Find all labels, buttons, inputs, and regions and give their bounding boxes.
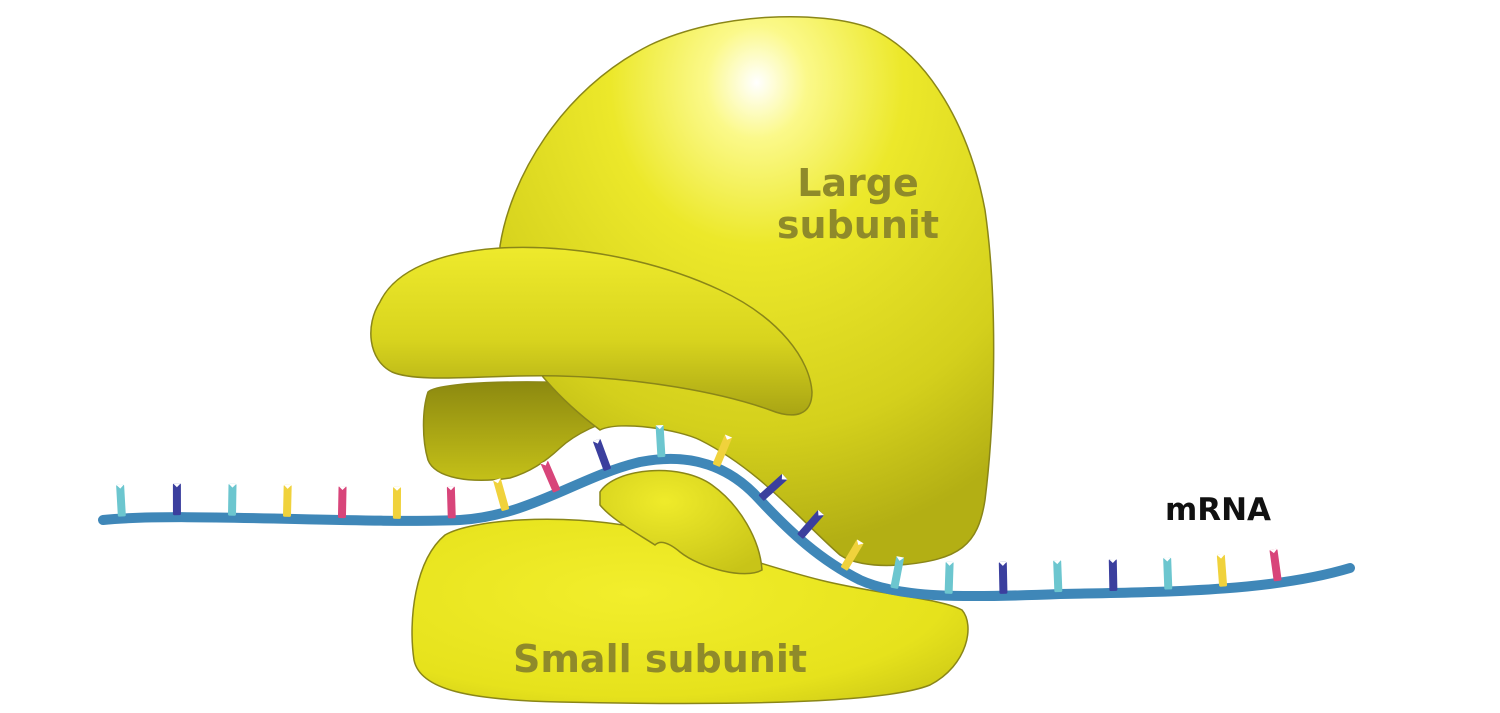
mrna-base-navy [797, 509, 825, 539]
mrna-base-pink [446, 486, 456, 519]
mrna-backbone [98, 453, 1355, 602]
mrna-base-cyan [944, 561, 954, 594]
mrna-base-yellow [841, 539, 864, 571]
large-subunit-label-line2: subunit [777, 203, 939, 247]
mrna-base-navy [998, 561, 1008, 594]
small-subunit-bump [599, 469, 763, 575]
mrna-strand [98, 424, 1355, 602]
mrna-base-cyan [228, 483, 237, 516]
mrna-base-yellow [392, 486, 402, 519]
mrna-base-yellow [1216, 554, 1228, 587]
small-subunit [411, 469, 969, 705]
mrna-label: mRNA [1165, 492, 1271, 528]
mrna-base-navy [1108, 558, 1118, 592]
large-subunit-label-line1: Large [797, 161, 919, 205]
mrna-base-navy [172, 483, 181, 516]
mrna-bases [116, 424, 1282, 594]
mrna-base-cyan [890, 556, 905, 589]
mrna-base-cyan [1053, 559, 1063, 593]
small-subunit-label: Small subunit [513, 637, 807, 681]
mrna-base-pink [540, 460, 561, 493]
mrna-base-yellow [712, 434, 733, 467]
large-subunit-lip [370, 246, 813, 416]
mrna-base-pink [1269, 548, 1282, 582]
large-subunit [370, 16, 995, 567]
mrna-base-yellow [283, 484, 292, 517]
mrna-base-pink [337, 485, 347, 519]
mrna-base-cyan [1163, 557, 1173, 590]
mrna-base-yellow [493, 478, 510, 511]
mrna-base-cyan [655, 424, 666, 458]
mrna-base-cyan [116, 484, 126, 517]
mrna-base-navy [758, 473, 788, 501]
mrna-base-navy [592, 438, 611, 471]
